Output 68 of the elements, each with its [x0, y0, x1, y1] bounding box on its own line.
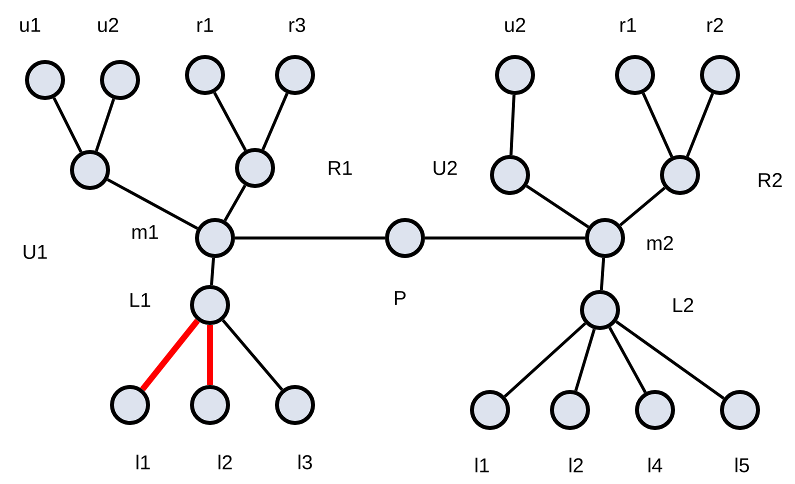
node-label: l1: [136, 454, 150, 470]
node-label: r2: [707, 18, 723, 32]
node-circle: [385, 218, 425, 258]
node-circle: [195, 218, 235, 258]
connector-line: [615, 320, 725, 400]
connector-line: [425, 236, 585, 240]
node-label: l2: [570, 458, 583, 472]
node-label: u2: [98, 18, 118, 32]
node-circle: [660, 155, 700, 195]
connector-line: [262, 92, 288, 150]
node-label: l3: [298, 454, 312, 470]
node-circle: [635, 390, 675, 430]
node-label: U1: [24, 245, 47, 259]
node-circle: [495, 55, 535, 95]
connector-line: [504, 322, 586, 398]
connector-line: [510, 94, 516, 156]
connector-line: [526, 184, 590, 228]
node-circle: [615, 55, 655, 95]
node-circle: [580, 290, 620, 330]
node-label: l1: [476, 458, 489, 472]
node-label: R1: [328, 161, 352, 175]
connector-line: [600, 258, 606, 290]
node-circle: [70, 150, 110, 190]
node-label: l2: [218, 454, 232, 470]
node-label: u1: [20, 18, 40, 32]
node-circle: [100, 60, 140, 100]
connector-line: [94, 98, 116, 152]
connector-line: [686, 93, 714, 157]
node-circle: [720, 390, 760, 430]
node-label: r3: [289, 18, 306, 32]
node-label: m1: [132, 225, 158, 239]
node-circle: [190, 385, 230, 425]
connector-line: [619, 186, 666, 226]
node-circle: [550, 390, 590, 430]
node-label: l5: [736, 458, 749, 472]
node-circle: [25, 60, 65, 100]
connector-line: [574, 328, 596, 392]
node-circle: [700, 55, 740, 95]
node-label: r1: [620, 18, 636, 32]
node-circle: [185, 55, 225, 95]
connector-line: [52, 97, 82, 153]
node-label: r1: [197, 18, 213, 32]
connector-line: [106, 178, 198, 230]
node-circle: [235, 148, 275, 188]
node-label: l4: [648, 458, 662, 472]
node-label: P: [394, 291, 406, 305]
node-circle: [275, 385, 315, 425]
connector-line: [235, 236, 385, 240]
connector-line: [210, 258, 216, 286]
connector-line: [213, 92, 247, 152]
node-label: R2: [758, 173, 782, 187]
connector-line: [642, 92, 674, 158]
connector-line: [222, 319, 284, 391]
connector-line: [224, 184, 246, 222]
node-label: U2: [434, 160, 457, 176]
node-label: L1: [130, 293, 150, 307]
node-label: L2: [674, 298, 694, 312]
node-circle: [275, 55, 315, 95]
node-circle: [490, 155, 530, 195]
connector-line: [608, 326, 647, 394]
node-circle: [585, 218, 625, 258]
node-label: u2: [505, 18, 526, 32]
connector-line: [140, 318, 200, 392]
node-circle: [190, 285, 230, 325]
node-label: m2: [647, 236, 673, 250]
node-circle: [470, 390, 510, 430]
node-circle: [110, 385, 150, 425]
connector-line: [207, 325, 213, 385]
